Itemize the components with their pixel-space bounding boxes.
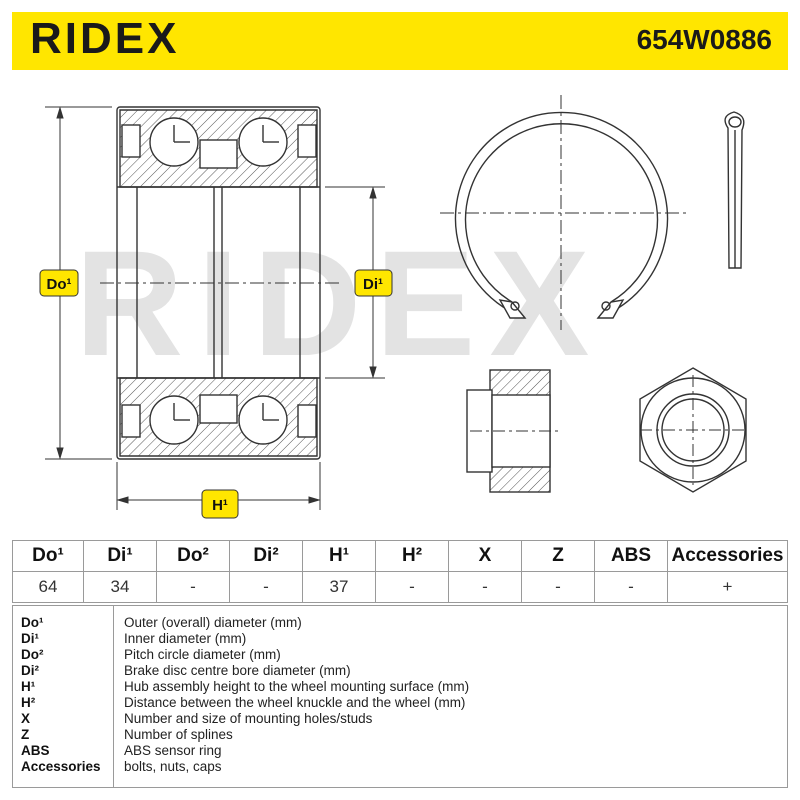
value-abs: - — [594, 571, 668, 603]
legend-desc: Pitch circle diameter (mm) — [124, 647, 281, 662]
watermark: RIDEX — [75, 219, 603, 387]
header-di1: Di¹ — [83, 540, 157, 572]
legend-box: Do¹ Outer (overall) diameter (mm) Di¹ In… — [12, 605, 788, 788]
cotter-pin-drawing — [724, 111, 745, 269]
value-do2: - — [156, 571, 230, 603]
header-h1: H¹ — [302, 540, 376, 572]
legend-key: Do¹ — [21, 615, 44, 630]
spec-table: Do¹ Di¹ Do² Di² H¹ H² X Z ABS Accessorie… — [12, 540, 788, 603]
inner-diameter-label: Di¹ — [363, 276, 383, 293]
legend-desc: Number of splines — [124, 727, 233, 742]
value-h1: 37 — [302, 571, 376, 603]
header-accessories: Accessories — [667, 540, 788, 572]
legend-key: Di² — [21, 663, 39, 678]
legend-desc: Inner diameter (mm) — [124, 631, 247, 646]
spec-table-value-row: 64 34 - - 37 - - - - + — [12, 571, 788, 603]
legend-key: Accessories — [21, 759, 101, 774]
legend-key: Do² — [21, 647, 44, 662]
header-bar: RIDEX 654W0886 — [12, 12, 788, 70]
legend-key: Z — [21, 727, 30, 742]
legend-desc: bolts, nuts, caps — [124, 759, 222, 774]
legend-key: H¹ — [21, 679, 36, 694]
header-do2: Do² — [156, 540, 230, 572]
legend-desc: Hub assembly height to the wheel mountin… — [124, 679, 470, 694]
bearing-section — [116, 106, 321, 460]
header-x: X — [448, 540, 522, 572]
height-label: H¹ — [212, 497, 228, 514]
sleeve-drawing — [466, 369, 560, 493]
legend-key: Di¹ — [21, 631, 39, 646]
value-di2: - — [229, 571, 303, 603]
spec-table-header-row: Do¹ Di¹ Do² Di² H¹ H² X Z ABS Accessorie… — [12, 540, 788, 572]
header-di2: Di² — [229, 540, 303, 572]
legend-desc: Outer (overall) diameter (mm) — [124, 615, 302, 630]
legend-desc: Distance between the wheel knuckle and t… — [124, 695, 466, 710]
value-h2: - — [375, 571, 449, 603]
legend-desc: Number and size of mounting holes/studs — [124, 711, 373, 726]
technical-drawing: RIDEX — [39, 95, 747, 519]
legend-key: ABS — [21, 743, 50, 758]
legend-key: H² — [21, 695, 36, 710]
header-z: Z — [521, 540, 595, 572]
circlip-drawing — [454, 111, 669, 319]
value-x: - — [448, 571, 522, 603]
legend-divider — [113, 606, 114, 787]
value-accessories: + — [667, 571, 788, 603]
header-abs: ABS — [594, 540, 668, 572]
header-do1: Do¹ — [12, 540, 84, 572]
legend-desc: Brake disc centre bore diameter (mm) — [124, 663, 351, 678]
value-do1: 64 — [12, 571, 84, 603]
outer-diameter-label: Do¹ — [47, 276, 72, 293]
value-di1: 34 — [83, 571, 157, 603]
brand-logo: RIDEX — [30, 14, 180, 63]
part-number: 654W0886 — [636, 24, 772, 55]
header-h2: H² — [375, 540, 449, 572]
value-z: - — [521, 571, 595, 603]
legend-desc: ABS sensor ring — [124, 743, 222, 758]
legend-key: X — [21, 711, 31, 726]
